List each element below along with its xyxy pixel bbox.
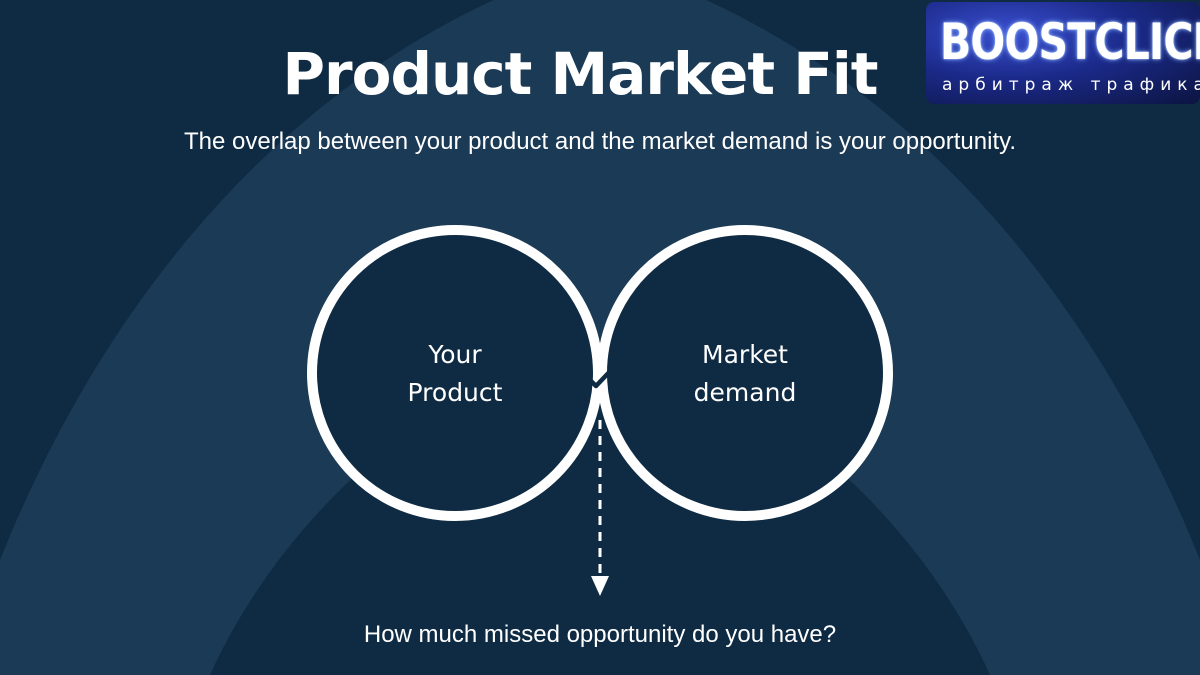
market-label-line-2: demand	[693, 378, 797, 407]
market-circle-fill	[602, 230, 888, 516]
page-subtitle: The overlap between your product and the…	[183, 128, 1017, 155]
closing-question: How much missed opportunity do you have?	[363, 621, 837, 648]
product-circle-fill	[312, 230, 598, 516]
market-label-line-1: Market	[702, 340, 788, 369]
boostclicks-logo: BOOSTCLICKS арбитраж трафика	[926, 2, 1200, 104]
product-label-line-1: Your	[428, 340, 482, 369]
product-label-line-2: Product	[407, 378, 503, 407]
page-title: Product Market Fit	[282, 40, 878, 108]
checkmark-icon	[582, 361, 620, 389]
market-circle	[597, 225, 893, 521]
arrow-head	[591, 576, 609, 596]
logo-tagline: арбитраж трафика	[942, 75, 1200, 95]
product-circle-label: Your Product	[355, 336, 555, 412]
logo-wordmark: BOOSTCLICKS	[940, 13, 1200, 71]
market-circle-label: Market demand	[645, 336, 845, 412]
